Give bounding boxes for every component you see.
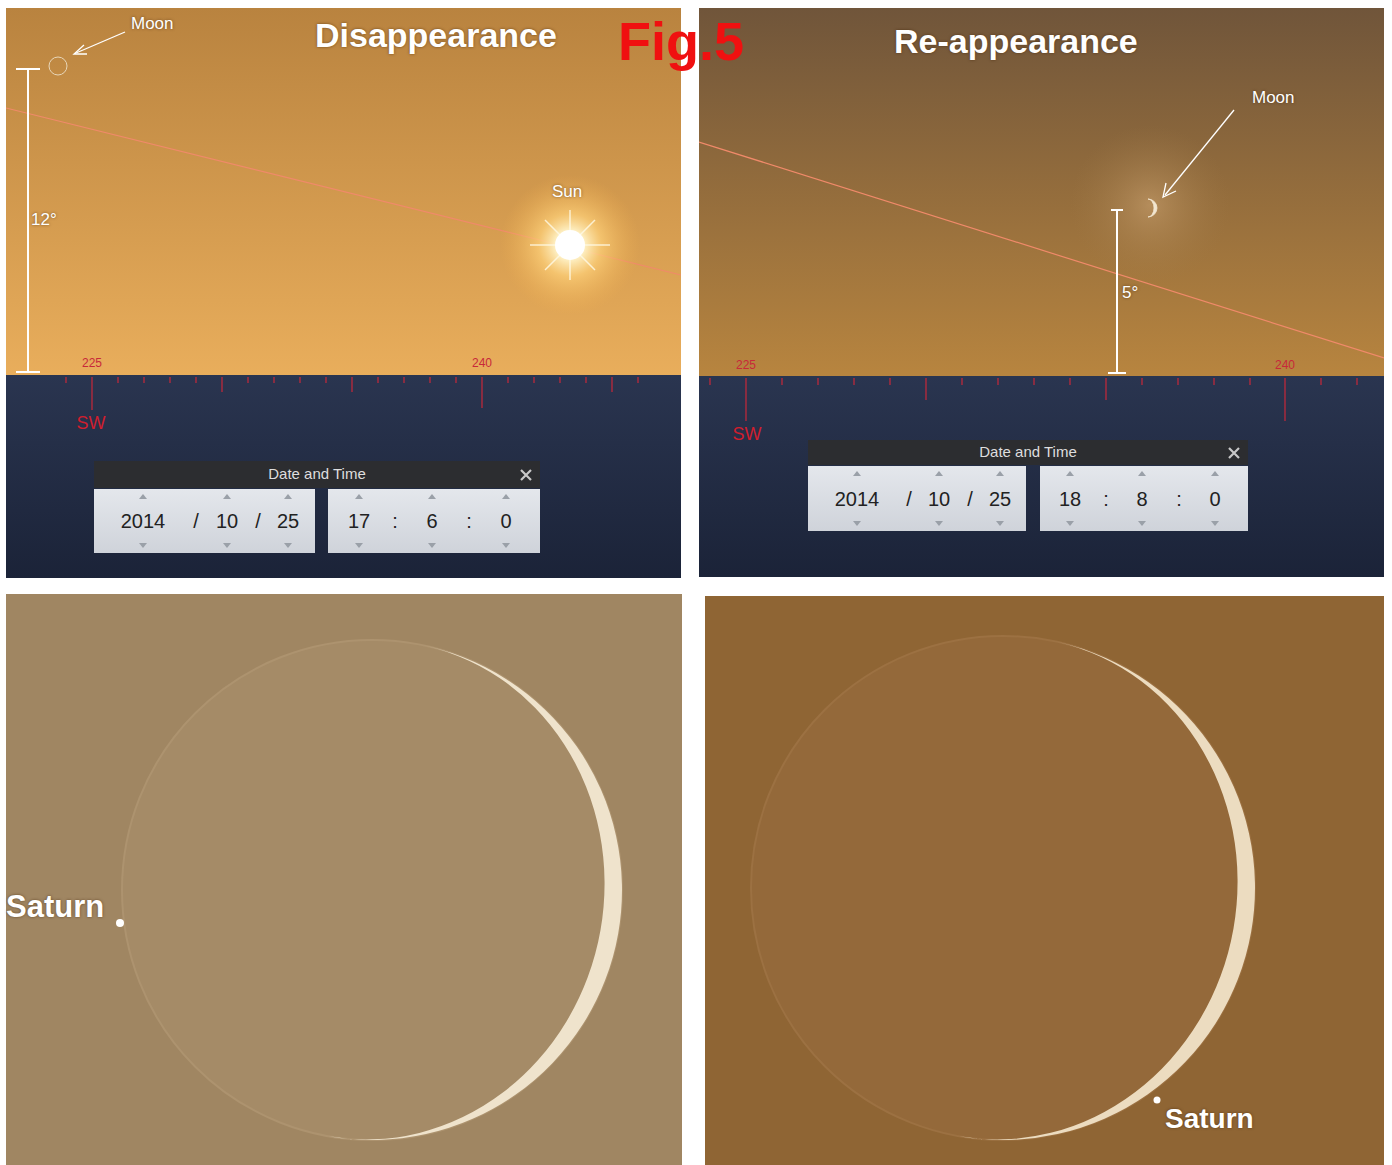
value-field: 17: 6: 0 [328, 489, 540, 553]
spin-down [223, 543, 231, 548]
field-value: / [255, 510, 261, 532]
angle-label: 12° [31, 211, 57, 230]
field-value: / [193, 510, 199, 532]
date-time-dialog: Date and Time 2014 / 10 / 25 18: 8: 0 [808, 440, 1248, 531]
field-value: 8 [1136, 488, 1147, 510]
spin-down [139, 543, 147, 548]
field-value: 25 [277, 510, 299, 532]
moon-closeup-reappearance [705, 596, 1384, 1165]
field-value: : [1176, 488, 1182, 510]
field-value: : [1103, 488, 1109, 510]
field-value: 10 [928, 488, 950, 510]
spin-up [935, 471, 943, 476]
panel-heading: Re-appearance [894, 23, 1138, 60]
field-value: 10 [216, 510, 238, 532]
spin-up [223, 494, 231, 499]
spin-up [853, 471, 861, 476]
date-time-dialog: Date and Time 2014 / 10 / 25 17: 6: 0 [94, 461, 540, 553]
field-value: / [906, 488, 912, 510]
field-value: / [967, 488, 973, 510]
value-field: 2014 / 10 / 25 [808, 466, 1026, 531]
spin-down [284, 543, 292, 548]
spin-up [1138, 471, 1146, 476]
field-value: 17 [348, 510, 370, 532]
spin-down [502, 543, 510, 548]
dialog-title: Date and Time [268, 466, 366, 483]
sun-label: Sun [552, 183, 582, 202]
close-icon [1227, 446, 1241, 460]
spin-up [1211, 471, 1219, 476]
field-value: 0 [500, 510, 511, 532]
spin-up [996, 471, 1004, 476]
spin-down [935, 521, 943, 526]
value-field: 18: 8: 0 [1040, 466, 1248, 531]
planet-label: Saturn [6, 890, 104, 924]
spin-up [428, 494, 436, 499]
moon-label: Moon [131, 15, 174, 34]
spin-up [355, 494, 363, 499]
value-field: 2014 / 10 / 25 [94, 489, 315, 553]
azimuth-number: 225 [82, 357, 102, 370]
spin-down [428, 543, 436, 548]
disappearance-sky [6, 8, 681, 578]
close-x [1227, 446, 1241, 460]
reappearance-sky [699, 8, 1384, 577]
spin-down [1066, 521, 1074, 526]
field-value: 18 [1059, 488, 1081, 510]
spin-down [996, 521, 1004, 526]
spin-up [1066, 471, 1074, 476]
azimuth-number: 225 [736, 359, 756, 372]
panel-heading: Disappearance [315, 17, 557, 54]
field-value: : [392, 510, 398, 532]
field-value: : [466, 510, 472, 532]
azimuth-number: 240 [472, 357, 492, 370]
moon-closeup-disappearance [6, 594, 682, 1165]
compass-label: SW [77, 414, 106, 434]
spin-down [1138, 521, 1146, 526]
figure-title: Fig.5 [618, 12, 744, 71]
azimuth-number: 240 [1275, 359, 1295, 372]
angle-label: 5° [1122, 284, 1138, 303]
spin-up [502, 494, 510, 499]
dialog-title: Date and Time [979, 444, 1077, 461]
moon-label: Moon [1252, 89, 1295, 108]
field-value: 2014 [121, 510, 166, 532]
field-value: 6 [426, 510, 437, 532]
close-x [519, 468, 533, 482]
field-value: 2014 [835, 488, 880, 510]
close-icon [519, 468, 533, 482]
spin-up [139, 494, 147, 499]
spin-down [355, 543, 363, 548]
spin-down [853, 521, 861, 526]
field-value: 25 [989, 488, 1011, 510]
compass-label: SW [733, 425, 762, 445]
spin-down [1211, 521, 1219, 526]
spin-up [284, 494, 292, 499]
planet-label: Saturn [1165, 1104, 1254, 1135]
field-value: 0 [1209, 488, 1220, 510]
